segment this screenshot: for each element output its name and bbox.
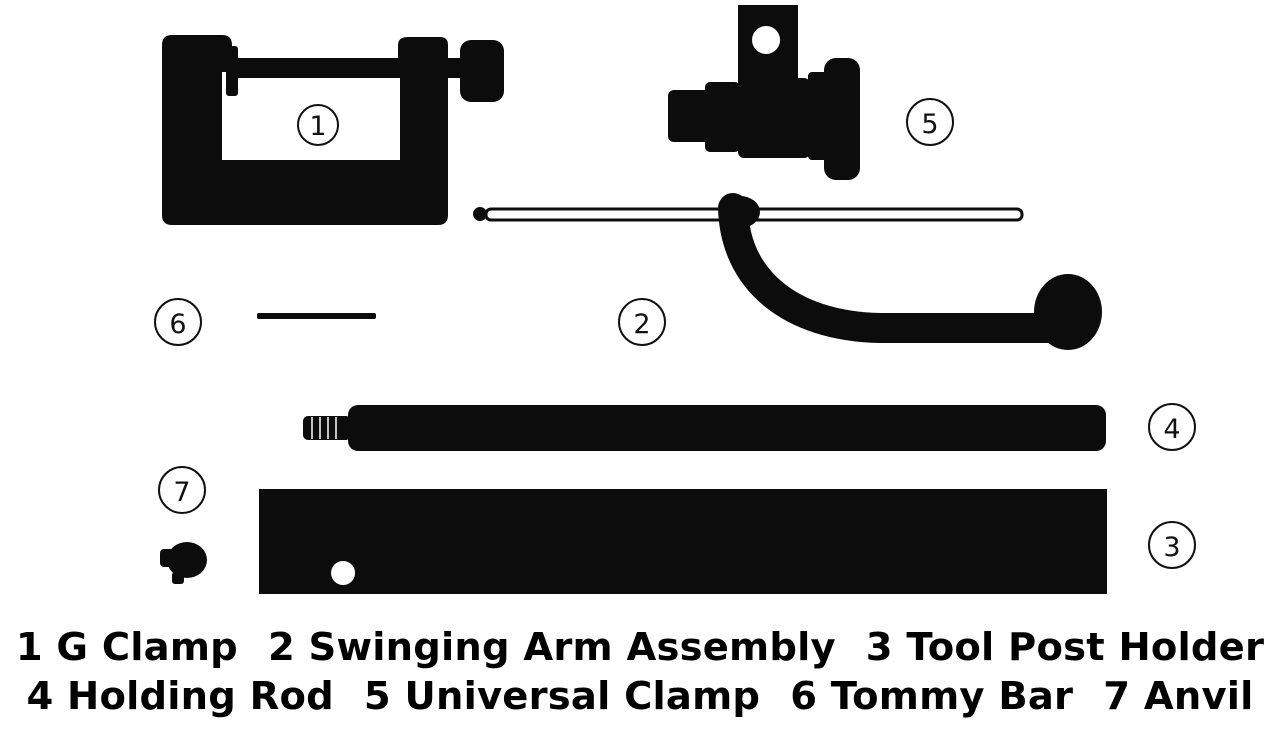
g-clamp-part xyxy=(162,35,504,225)
svg-text:2: 2 xyxy=(633,309,650,340)
marker-5: 5 xyxy=(906,98,954,146)
marker-6: 6 xyxy=(154,298,202,346)
marker-7: 7 xyxy=(158,466,206,514)
marker-2: 2 xyxy=(618,298,666,346)
tool-post-holder-part xyxy=(259,489,1107,594)
svg-text:6: 6 xyxy=(169,309,186,340)
legend-line-2: 4 Holding Rod 5 Universal Clamp 6 Tommy Ba… xyxy=(0,674,1280,719)
universal-clamp-part xyxy=(668,5,860,180)
svg-text:5: 5 xyxy=(921,109,938,140)
legend-item-7: 7 Anvil xyxy=(1103,674,1254,719)
marker-3: 3 xyxy=(1148,521,1196,569)
legend-item-4: 4 Holding Rod xyxy=(26,674,334,719)
marker-1: 1 xyxy=(297,104,339,146)
swinging-arm-part xyxy=(473,193,1102,350)
legend-item-3: 3 Tool Post Holder xyxy=(865,625,1265,670)
legend-item-6: 6 Tommy Bar xyxy=(790,674,1074,719)
legend-line-1: 1 G Clamp 2 Swinging Arm Assembly 3 Tool P… xyxy=(0,625,1280,670)
marker-4: 4 xyxy=(1148,403,1196,451)
legend-item-5: 5 Universal Clamp xyxy=(363,674,761,719)
anvil-part xyxy=(160,542,207,584)
svg-text:1: 1 xyxy=(309,111,326,142)
holding-rod-part xyxy=(303,405,1106,451)
svg-text:3: 3 xyxy=(1163,532,1180,563)
svg-text:4: 4 xyxy=(1163,414,1180,445)
legend-item-2: 2 Swinging Arm Assembly xyxy=(267,625,836,670)
legend-item-1: 1 G Clamp xyxy=(15,625,238,670)
parts-diagram: 1 5 2 6 xyxy=(154,5,1196,594)
svg-text:7: 7 xyxy=(173,477,190,508)
tommy-bar-part xyxy=(257,313,376,319)
